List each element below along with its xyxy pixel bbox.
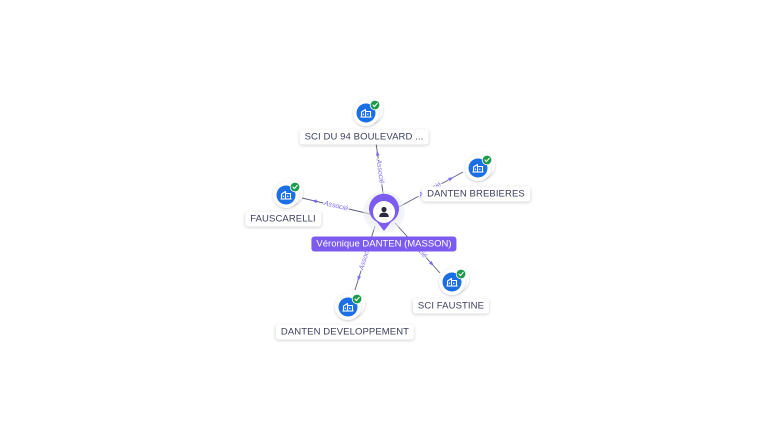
verified-check-icon [481,154,493,166]
company-node-danten-developpement[interactable] [335,291,365,320]
company-label-danten-developpement[interactable]: DANTEN DEVELOPPEMENT [275,324,415,340]
company-label-fauscarelli[interactable]: FAUSCARELLI [245,211,321,227]
company-node-sci-du-94[interactable] [353,97,383,126]
person-icon [379,206,389,217]
building-icon [446,277,458,287]
company-label-sci-faustine[interactable]: SCI FAUSTINE [412,298,490,314]
verified-check-icon [289,181,301,193]
edge-arrow-icon [311,199,317,204]
verified-check-icon [455,268,467,280]
company-label-danten-brebieres[interactable]: DANTEN BREBIERES [422,186,530,202]
building-icon [280,190,292,200]
edge-label-sci-du-94: Associé [374,158,384,184]
edge-arrow-icon [428,261,434,267]
edge-arrow-icon [448,177,454,182]
building-icon [360,108,372,118]
nodes-layer [273,97,495,320]
company-node-sci-faustine[interactable] [439,266,469,295]
verified-check-icon [369,99,381,111]
edge-label-background [374,158,386,185]
center-person-label[interactable]: Véronique DANTEN (MASSON) [311,236,457,252]
company-node-fauscarelli[interactable] [273,179,303,208]
company-node-danten-brebieres[interactable] [465,152,495,181]
edge-label-fauscarelli: Associé [322,200,349,213]
edge-label-background [322,199,350,213]
building-icon [472,163,484,173]
verified-check-icon [351,293,363,305]
edge-arrow-icon [375,150,380,156]
building-icon [342,302,354,312]
edge-arrow-icon [357,275,362,282]
center-person-node[interactable] [363,191,405,233]
company-label-sci-du-94[interactable]: SCI DU 94 BOULEVARD ... [299,129,429,145]
